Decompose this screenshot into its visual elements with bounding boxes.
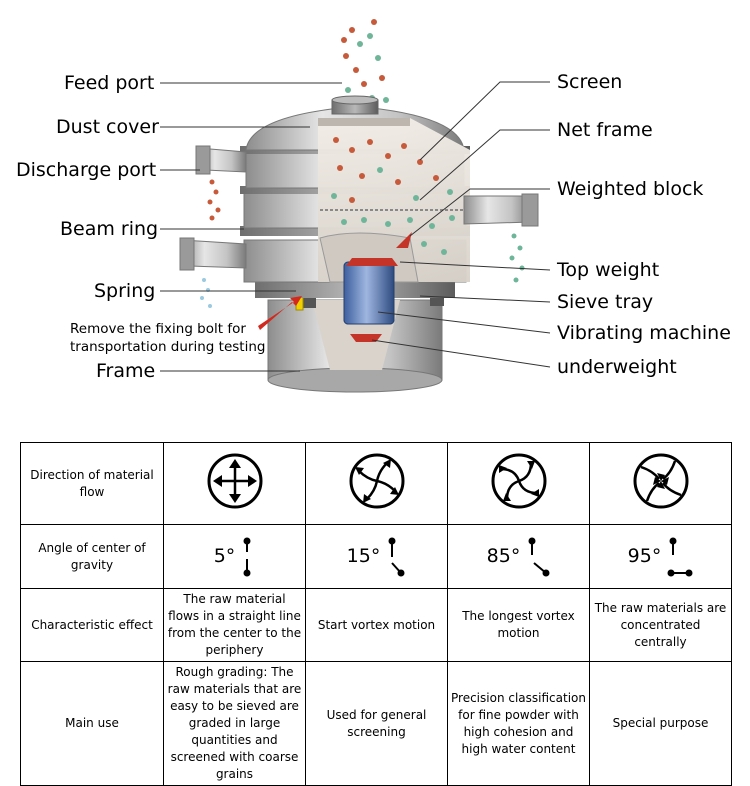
interior-particles (331, 137, 455, 255)
label-feed-port: Feed port (64, 72, 155, 94)
table-row: Direction of material flow (20, 442, 732, 525)
label-weighted-block: Weighted block (557, 178, 704, 200)
bolt-note-arrow (258, 296, 302, 330)
label-discharge-port: Discharge port (16, 159, 157, 181)
label-spring: Spring (94, 280, 156, 302)
table-row: Main use Rough grading: The raw material… (20, 661, 732, 786)
angle-cell: 95° (628, 535, 694, 579)
label-underweight: underweight (557, 356, 677, 378)
leader-lines-right (371, 81, 551, 368)
row-header-flow: Direction of material flow (20, 442, 164, 525)
vibrating-sieve-illustration (160, 19, 551, 393)
straight-arrows-icon (207, 453, 262, 509)
use-cell: Used for general screening (305, 661, 448, 786)
bolt-removal-note: Remove the fixing bolt for transportatio… (70, 321, 266, 355)
effect-cell: The raw material flows in a straight lin… (163, 588, 306, 662)
flow-spec-table: Direction of material flow (20, 442, 732, 786)
label-frame: Frame (96, 360, 156, 382)
use-cell: Precision classification for fine powder… (447, 661, 590, 786)
feed-particles (341, 19, 389, 107)
label-screen: Screen (557, 71, 623, 93)
angle-cell: 15° (347, 535, 407, 579)
label-net-frame: Net frame (557, 119, 653, 141)
table-row: Angle of center of gravity 5° 15° 85° 95… (20, 524, 732, 589)
use-cell: Special purpose (589, 661, 732, 786)
angle-85-icon (528, 537, 550, 576)
row-header-effect: Characteristic effect (20, 588, 164, 662)
label-vibrating-machine: Vibrating machine (557, 322, 731, 344)
effect-cell: Start vortex motion (305, 588, 448, 662)
flow-icon-cell (447, 442, 590, 525)
row-header-use: Main use (20, 661, 164, 786)
label-dust-cover: Dust cover (56, 116, 159, 138)
effect-cell: The raw materials are concentrated centr… (589, 588, 732, 662)
flow-icon-cell (589, 442, 732, 525)
slight-vortex-icon (349, 453, 404, 509)
flow-icon-cell (163, 442, 306, 525)
sieve-diagram: Feed port Dust cover Discharge port Beam… (16, 19, 731, 393)
label-top-weight: Top weight (557, 259, 660, 281)
label-sieve-tray: Sieve tray (557, 291, 654, 313)
flow-icon-cell (305, 442, 448, 525)
label-beam-ring: Beam ring (60, 218, 159, 240)
table-row: Characteristic effect The raw material f… (20, 588, 732, 662)
strong-vortex-icon (491, 453, 546, 509)
angle-15-icon (388, 537, 405, 576)
central-flow-icon (633, 453, 688, 509)
angle-cell: 85° (487, 535, 551, 579)
angle-cell: 5° (214, 535, 256, 579)
use-cell: Rough grading: The raw materials that ar… (163, 661, 306, 786)
row-header-angle: Angle of center of gravity (20, 524, 164, 589)
effect-cell: The longest vortex motion (447, 588, 590, 662)
angle-95-icon (667, 537, 693, 576)
angle-5-icon (243, 537, 251, 576)
leader-lines-left (160, 82, 342, 372)
